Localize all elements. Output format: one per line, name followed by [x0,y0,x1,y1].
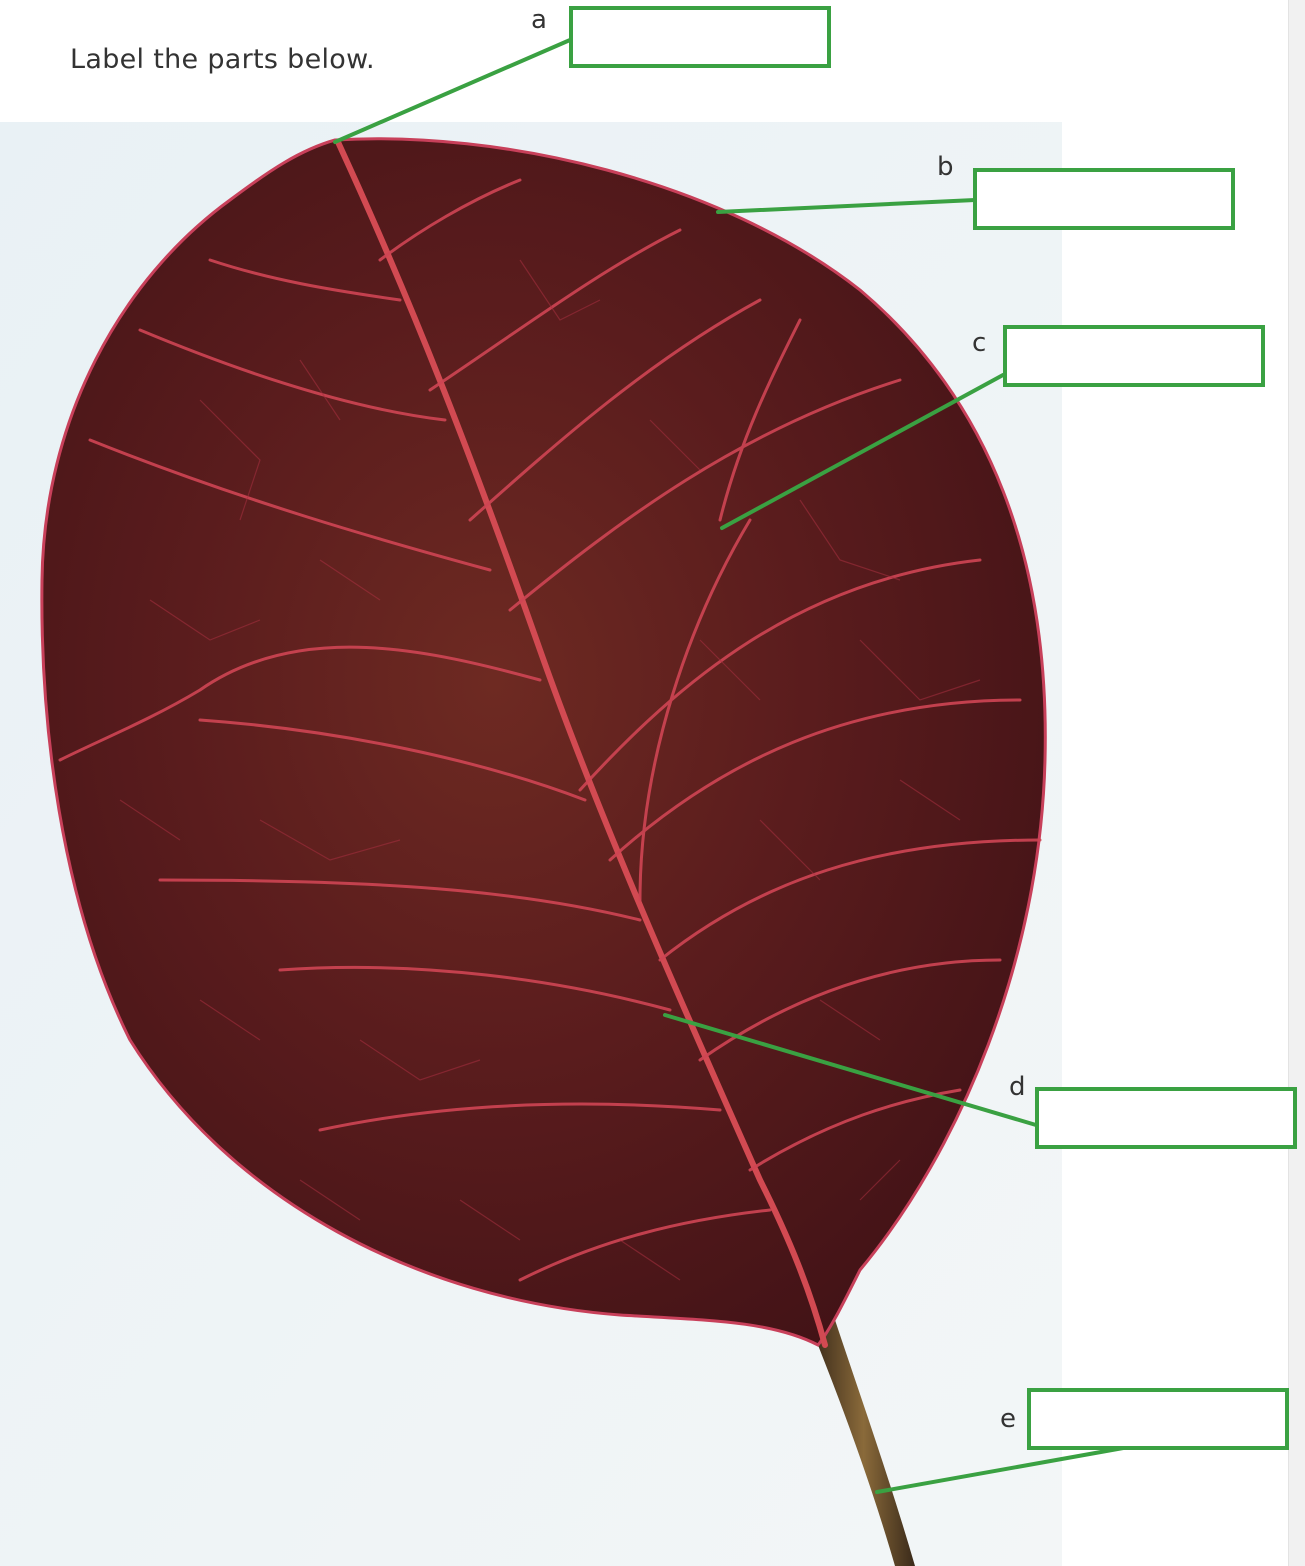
leader-line-e [877,1445,1140,1492]
label-letter-b: b [937,152,954,182]
answer-box-c[interactable] [1003,325,1265,387]
leader-line-c [722,375,1003,528]
answer-box-b[interactable] [973,168,1235,230]
leader-line-b [718,200,975,212]
answer-box-e[interactable] [1027,1388,1289,1450]
leader-line-d [665,1015,1036,1125]
instruction-text: Label the parts below. [70,44,375,75]
label-letter-c: c [972,328,986,358]
answer-box-d[interactable] [1035,1087,1297,1149]
answer-box-a[interactable] [569,6,831,68]
label-letter-d: d [1009,1072,1026,1102]
label-letter-a: a [531,5,547,35]
label-letter-e: e [1000,1404,1016,1434]
